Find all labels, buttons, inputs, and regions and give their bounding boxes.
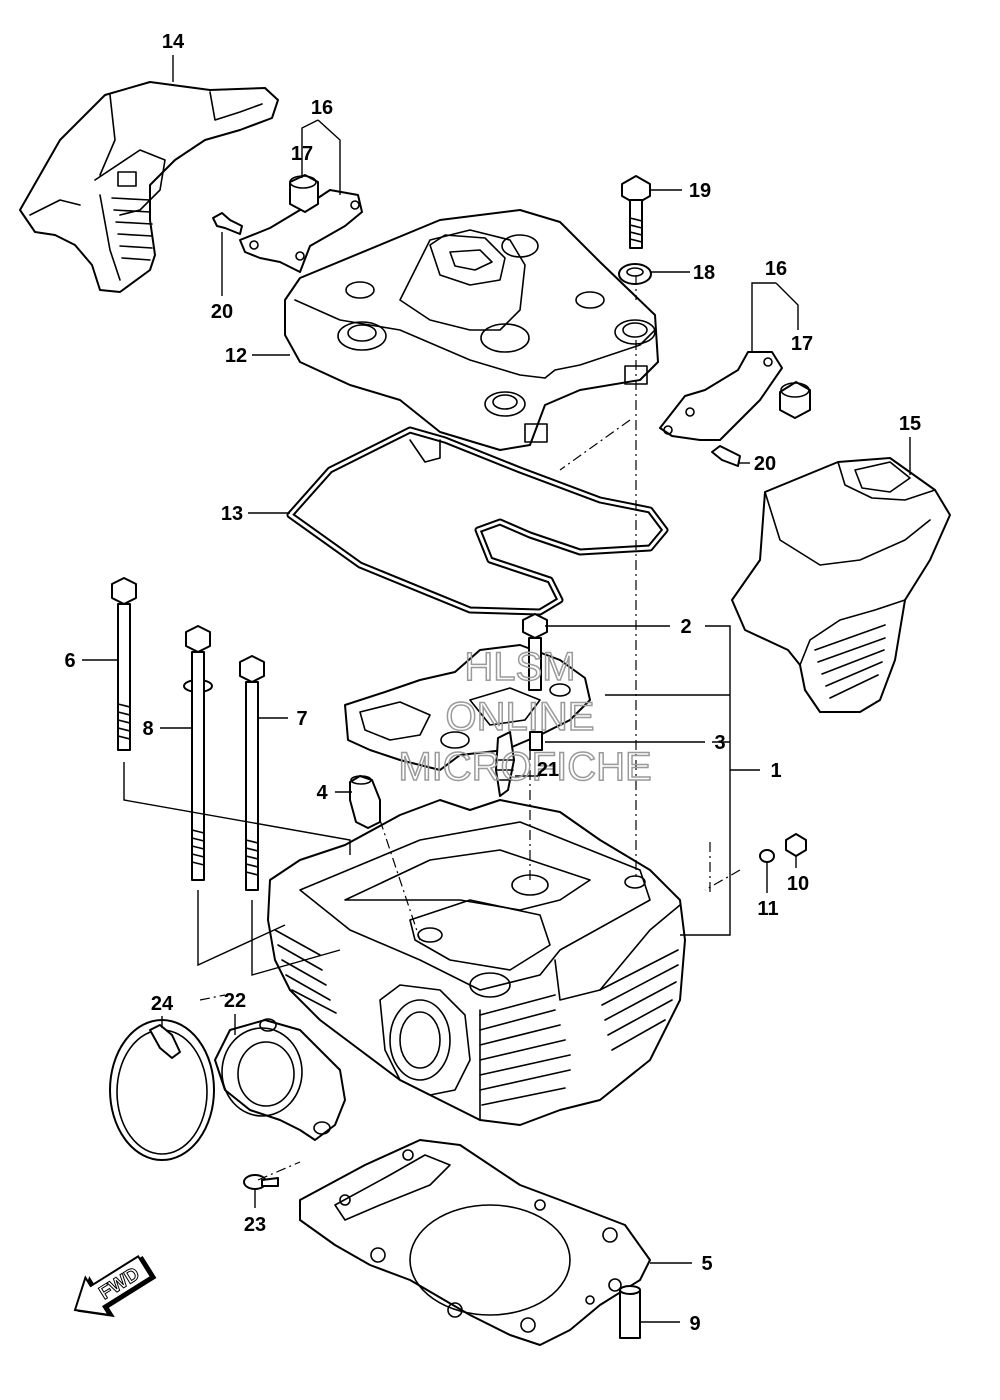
part-11-washer xyxy=(759,849,775,863)
part-18-washer xyxy=(618,263,652,285)
callout-19: 19 xyxy=(689,180,711,202)
part-13-head-cover-gasket xyxy=(286,426,669,616)
callout-numbers: 14 16 17 20 12 13 19 18 16 17 15 20 6 8 … xyxy=(64,31,921,1335)
callout-9: 9 xyxy=(689,1313,700,1335)
part-9-dowel xyxy=(619,1285,641,1339)
part-10-plug-bolt xyxy=(785,833,807,857)
callout-21: 21 xyxy=(537,759,559,781)
callout-24: 24 xyxy=(151,993,174,1015)
part-21-spark-plug xyxy=(495,731,515,797)
alignment-lines xyxy=(199,275,741,1181)
callout-20-left: 20 xyxy=(211,301,233,323)
part-22-intake-pipe xyxy=(214,1018,346,1141)
watermark-line-2: ONLINE xyxy=(446,695,595,739)
part-20-bolt-right xyxy=(711,445,741,467)
part-4-lifter xyxy=(349,775,381,829)
callout-8: 8 xyxy=(142,718,153,740)
part-12-cylinder-head-cover xyxy=(284,209,659,451)
callout-11: 11 xyxy=(757,898,778,920)
callout-7: 7 xyxy=(296,708,307,730)
callout-13: 13 xyxy=(221,503,243,525)
watermark-line-3: MICROFICHE xyxy=(398,745,651,789)
callout-23: 23 xyxy=(244,1214,266,1236)
callout-4: 4 xyxy=(316,782,328,804)
callout-17-left: 17 xyxy=(291,143,313,165)
part-14-head-cover-front xyxy=(19,81,279,293)
callout-5: 5 xyxy=(701,1253,712,1275)
part-23-screw xyxy=(243,1174,279,1190)
callout-6: 6 xyxy=(64,650,75,672)
part-16-bracket-right xyxy=(659,351,783,441)
part-2-bolt xyxy=(522,613,548,691)
part-17-grommet-right xyxy=(779,381,811,419)
part-1-cylinder-head xyxy=(267,799,686,1126)
part-3-dowel-pin xyxy=(529,731,543,751)
part-15-head-cover-rear xyxy=(731,457,951,713)
callout-2: 2 xyxy=(680,616,691,638)
part-5-head-gasket xyxy=(299,1139,651,1346)
callout-17-right: 17 xyxy=(791,333,813,355)
callout-20-right: 20 xyxy=(754,453,776,475)
watermark-line-1: HLSM xyxy=(464,645,575,689)
forward-direction-arrow: FWD xyxy=(73,1254,157,1318)
part-6-head-bolt xyxy=(111,577,137,751)
callout-22: 22 xyxy=(224,990,246,1012)
part-17-grommet-left xyxy=(289,174,319,213)
callout-16-left: 16 xyxy=(311,97,333,119)
callout-12: 12 xyxy=(225,345,247,367)
watermark: HLSM ONLINE MICROFICHE xyxy=(398,644,653,790)
leader-lines xyxy=(82,55,911,1323)
callout-18: 18 xyxy=(693,262,715,284)
part-20-bolt-left xyxy=(212,212,243,235)
callout-10: 10 xyxy=(787,873,809,895)
part-8-head-bolt xyxy=(183,625,213,881)
part-19-bolt xyxy=(621,175,651,249)
callout-15: 15 xyxy=(899,413,921,435)
callout-14: 14 xyxy=(162,31,185,53)
part-7-head-bolt xyxy=(239,655,265,891)
part-24-clamp xyxy=(109,1019,215,1161)
callout-16-right: 16 xyxy=(765,258,787,280)
callout-3: 3 xyxy=(714,732,725,754)
callout-1: 1 xyxy=(770,760,781,782)
